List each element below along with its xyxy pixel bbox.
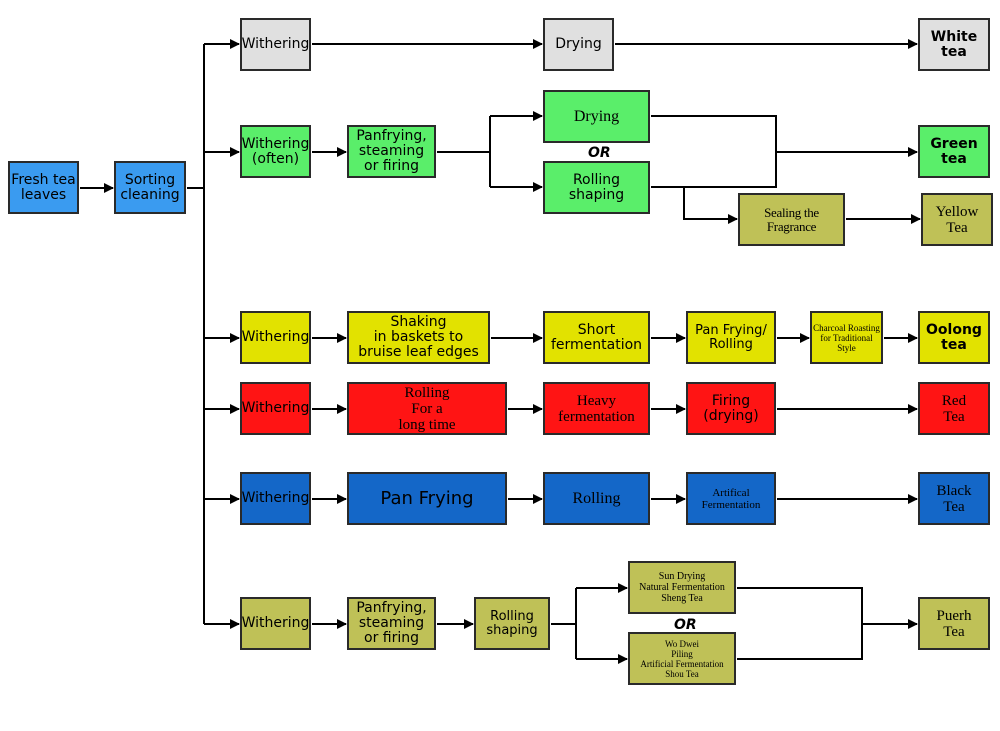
node-pan2: Panfrying, steaming or firing [347, 125, 436, 178]
node-shake: Shaking in baskets to bruise leaf edges [347, 311, 490, 364]
node-char: Charcoal Roasting for Traditional Style [810, 311, 883, 364]
node-panroll: Pan Frying/ Rolling [686, 311, 776, 364]
node-yellow: Yellow Tea [921, 193, 993, 246]
node-puerh: Puerh Tea [918, 597, 990, 650]
connector-pan2-split [437, 116, 491, 187]
node-wodwei: Wo Dwei Piling Artificial Fermentation S… [628, 632, 736, 685]
node-artf5: Artifical Fermentation [686, 472, 776, 525]
node-panfry5: Pan Frying [347, 472, 507, 525]
node-roll5: Rolling [543, 472, 650, 525]
or-label-puerh-branch: OR [674, 617, 697, 633]
node-seal: Sealing the Fragrance [738, 193, 845, 246]
node-black: Black Tea [918, 472, 990, 525]
node-shortf: Short fermentation [543, 311, 650, 364]
node-dry1: Drying [543, 18, 614, 71]
node-w2: Withering (often) [240, 125, 311, 178]
node-firing: Firing (drying) [686, 382, 776, 435]
node-sun: Sun Drying Natural Fermentation Sheng Te… [628, 561, 736, 614]
node-heavy: Heavy fermentation [543, 382, 650, 435]
node-red: Red Tea [918, 382, 990, 435]
node-w5: Withering [240, 472, 311, 525]
node-w4: Withering [240, 382, 311, 435]
node-white: White tea [918, 18, 990, 71]
node-sort: Sorting cleaning [114, 161, 186, 214]
node-w6: Withering [240, 597, 311, 650]
node-dry2: Drying [543, 90, 650, 143]
node-oolong: Oolong tea [918, 311, 990, 364]
node-pan6: Panfrying, steaming or firing [347, 597, 436, 650]
node-roll2: Rolling shaping [543, 161, 650, 214]
node-w1: Withering [240, 18, 311, 71]
connector-sun-wodwei-merge [737, 587, 863, 660]
connector-roll6-split [551, 588, 577, 659]
node-roll6: Rolling shaping [474, 597, 550, 650]
connector-roll2-to-seal [683, 187, 738, 224]
or-label-green-branch: OR [588, 145, 611, 161]
node-rolllong: Rolling For a long time [347, 382, 507, 435]
connector-dry2-merge [651, 115, 777, 188]
node-w3: Withering [240, 311, 311, 364]
node-fresh: Fresh tea leaves [8, 161, 79, 214]
node-green: Green tea [918, 125, 990, 178]
